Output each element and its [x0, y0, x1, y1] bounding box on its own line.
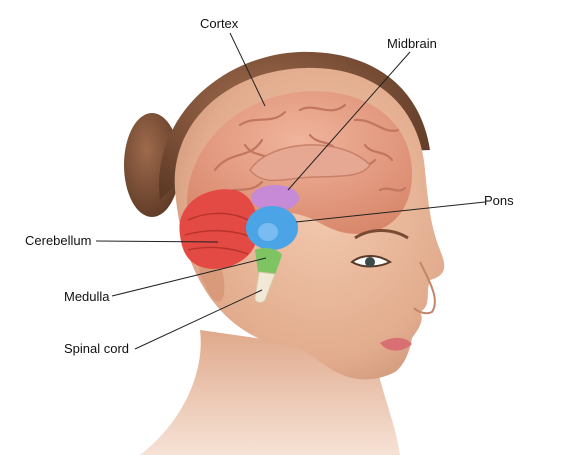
- leader-line-midbrain: [287, 51, 411, 191]
- label-spinal-cord: Spinal cord: [64, 341, 130, 356]
- inner-brain: [249, 144, 371, 182]
- midbrain-shape: [251, 185, 299, 211]
- cerebellum-shape: [179, 189, 258, 269]
- leader-line-spinal-cord: [134, 289, 263, 350]
- leader-line-cerebellum: [95, 240, 219, 243]
- nose: [413, 261, 436, 315]
- label-pons: Pons: [484, 193, 514, 208]
- medulla-shape: [255, 247, 282, 278]
- spinal-cord-shape: [254, 271, 276, 303]
- leader-lines: [95, 32, 486, 350]
- lips: [380, 337, 412, 351]
- label-midbrain: Midbrain: [387, 36, 437, 51]
- leader-line-medulla: [111, 257, 267, 297]
- cortex-folds: [213, 103, 407, 197]
- leader-line-cortex: [229, 32, 266, 107]
- label-cerebellum: Cerebellum: [25, 233, 92, 248]
- leader-line-pons: [295, 201, 486, 223]
- label-medulla: Medulla: [64, 289, 110, 304]
- label-cortex: Cortex: [200, 16, 239, 31]
- eyebrow: [354, 229, 409, 240]
